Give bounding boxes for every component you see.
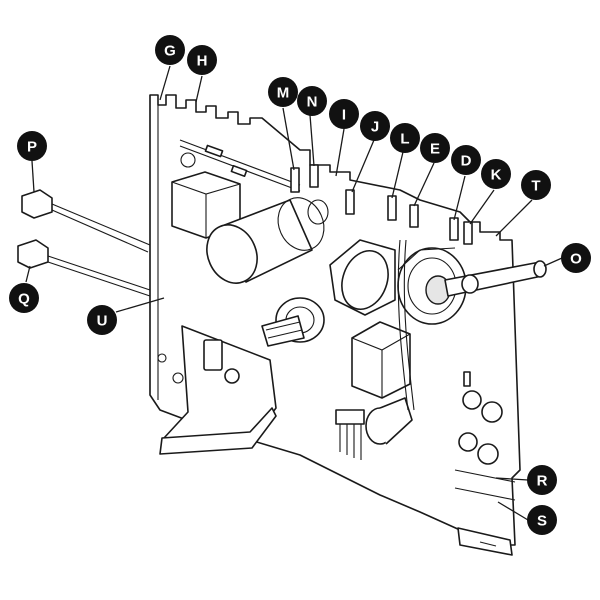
callout-e: E: [420, 133, 450, 163]
base-bracket: [159, 325, 277, 455]
pin-header: [335, 409, 365, 460]
outlet-tube: [444, 260, 547, 297]
callout-label-t: T: [531, 178, 540, 195]
callout-label-g: G: [164, 43, 176, 60]
callout-label-q: Q: [18, 291, 30, 308]
callout-k: K: [481, 159, 511, 189]
solenoid-valve: [261, 297, 325, 347]
callout-label-l: L: [400, 131, 409, 148]
callout-label-m: M: [277, 85, 290, 102]
lead-wire-p: [21, 189, 151, 253]
callout-label-h: H: [197, 53, 208, 70]
callout-j: J: [360, 111, 390, 141]
callout-i: I: [329, 99, 359, 129]
callout-label-k: K: [491, 167, 502, 184]
callout-s: S: [527, 505, 557, 535]
callout-p: P: [17, 131, 47, 161]
loop-wire: [397, 239, 415, 411]
combustion-chamber: [307, 199, 396, 316]
callout-label-e: E: [430, 141, 440, 158]
callout-g: G: [155, 35, 185, 65]
callout-m: M: [268, 77, 298, 107]
callout-l: L: [390, 123, 420, 153]
callout-label-d: D: [461, 153, 472, 170]
callout-o: O: [561, 243, 591, 273]
callout-h: H: [187, 45, 217, 75]
callout-r: R: [527, 465, 557, 495]
callout-d: D: [451, 145, 481, 175]
callout-label-j: J: [371, 119, 379, 136]
callout-label-o: O: [570, 251, 582, 268]
circuit-board: [454, 371, 516, 501]
callout-label-i: I: [342, 107, 346, 124]
callout-t: T: [521, 170, 551, 200]
callout-label-r: R: [537, 473, 548, 490]
capacitor: [206, 197, 325, 284]
callout-n: N: [297, 86, 327, 116]
callout-label-u: U: [97, 313, 108, 330]
lead-wire-q: [17, 239, 151, 297]
callout-label-s: S: [537, 513, 547, 530]
callout-label-n: N: [307, 94, 318, 111]
leader-lines: [25, 65, 563, 521]
coil: [365, 397, 413, 445]
callout-q: Q: [9, 283, 39, 313]
callout-u: U: [87, 305, 117, 335]
callout-label-p: P: [27, 139, 37, 156]
relay-box: [351, 321, 411, 399]
mounting-tab: [457, 527, 513, 556]
top-wire-harness: [179, 139, 301, 192]
